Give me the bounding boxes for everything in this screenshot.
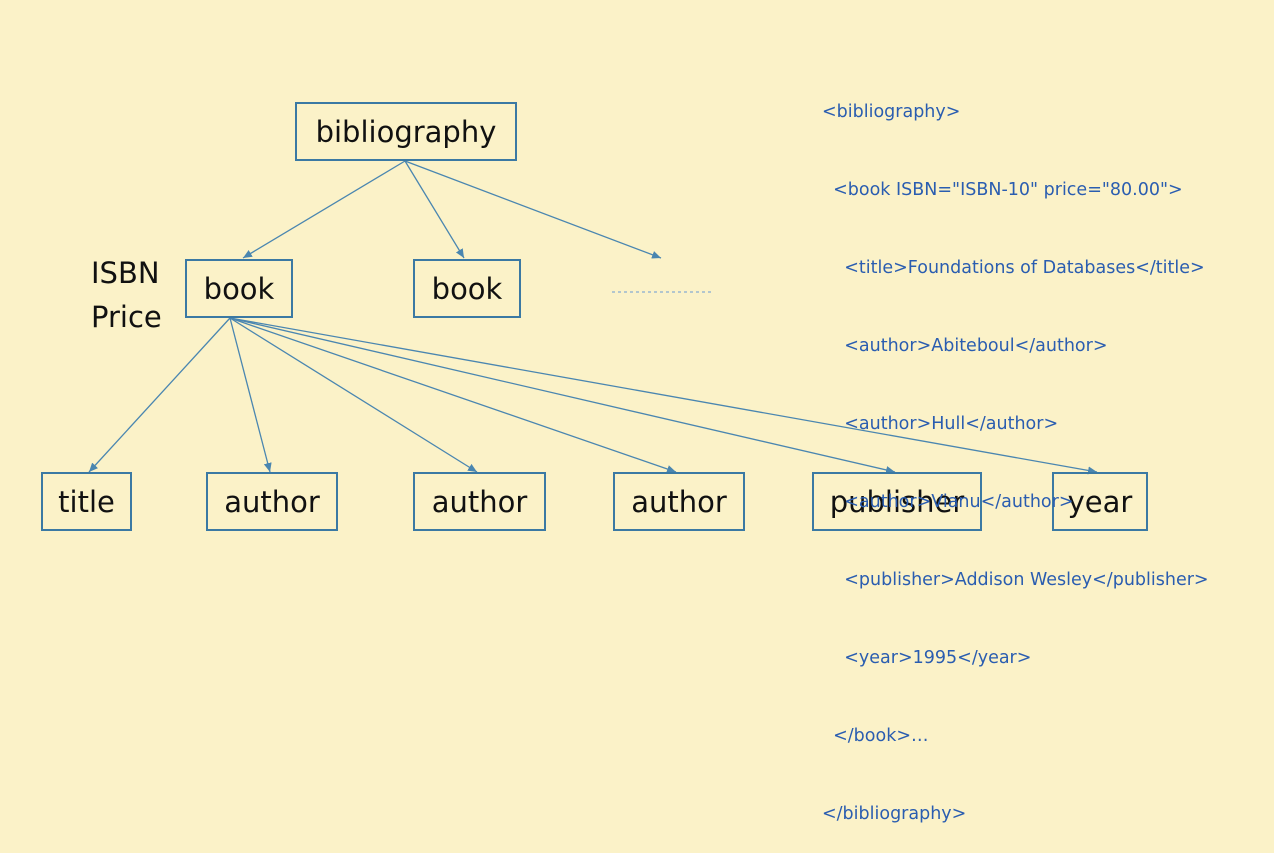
edge-book-year xyxy=(229,317,1098,475)
node-author-3: author xyxy=(613,472,745,531)
xml-line: <publisher>Addison Wesley</publisher> xyxy=(822,570,1209,590)
xml-line: <author>Hull</author> xyxy=(822,414,1059,434)
edge-book-author-1 xyxy=(229,317,272,473)
node-title: title xyxy=(41,472,132,531)
edge-book-author-2 xyxy=(229,317,478,473)
node-year: year xyxy=(1052,472,1148,531)
node-book-1: book xyxy=(185,259,293,318)
edge-bibliography-book-1 xyxy=(242,160,406,259)
xml-line: <book ISBN="ISBN-10" price="80.00"> xyxy=(822,180,1183,200)
attr-price-label: Price xyxy=(91,300,162,334)
xml-line: <title>Foundations of Databases</title> xyxy=(822,258,1205,278)
edge-book-publisher xyxy=(229,317,896,474)
edge-bibliography-more xyxy=(404,160,662,259)
node-author-1: author xyxy=(206,472,338,531)
xml-line: <year>1995</year> xyxy=(822,648,1032,668)
xml-line: <author>Abiteboul</author> xyxy=(822,336,1108,356)
edge-book-title xyxy=(88,317,231,473)
xml-line: <author>Vianu</author> xyxy=(822,492,1074,512)
attr-isbn-label: ISBN xyxy=(91,256,160,290)
node-author-2: author xyxy=(413,472,546,531)
edge-book-author-3 xyxy=(229,317,677,473)
xml-line: </bibliography> xyxy=(822,804,967,824)
xml-line: </book>… xyxy=(822,726,929,746)
edge-bibliography-book-2 xyxy=(404,160,465,259)
node-bibliography: bibliography xyxy=(295,102,517,161)
xml-code-block: <bibliography> <book ISBN="ISBN-10" pric… xyxy=(822,47,1209,853)
node-publisher: publisher xyxy=(812,472,982,531)
tree-edges xyxy=(88,160,1098,475)
xml-line: <bibliography> xyxy=(822,102,961,122)
node-book-2: book xyxy=(413,259,521,318)
